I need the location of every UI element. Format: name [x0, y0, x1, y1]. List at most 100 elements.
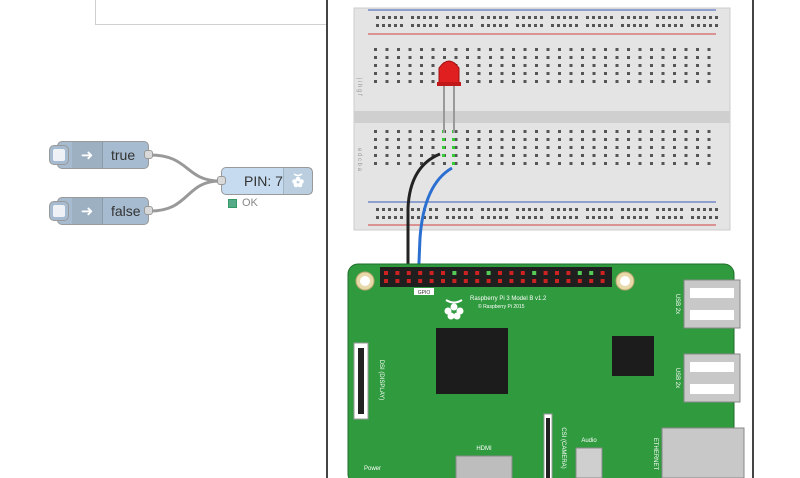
breadboard-hole [696, 56, 699, 59]
breadboard-hole [411, 24, 414, 27]
breadboard-hole [385, 72, 389, 75]
breadboard-hole [489, 146, 492, 149]
breadboard-hole [627, 162, 630, 165]
breadboard-hole [385, 162, 389, 165]
breadboard-hole [452, 138, 455, 141]
breadboard-hole [592, 72, 596, 75]
breadboard-hole [512, 72, 515, 75]
breadboard-hole [512, 162, 515, 165]
inject-node-false[interactable]: ➜ false [49, 197, 153, 225]
breadboard-hole [627, 80, 630, 83]
breadboard-hole [673, 138, 676, 141]
breadboard-hole [493, 216, 496, 219]
breadboard-hole [715, 16, 718, 19]
breadboard-hole [604, 80, 607, 83]
breadboard-hole [452, 216, 455, 219]
output-port[interactable] [144, 206, 153, 215]
breadboard-hole [374, 48, 377, 51]
breadboard-hole [604, 146, 607, 149]
breadboard-hole [500, 80, 504, 83]
breadboard-hole [477, 56, 481, 59]
breadboard-hole [382, 24, 385, 27]
rpi-gpio-out-node[interactable]: PIN: 7 [217, 167, 313, 195]
breadboard-hole [558, 64, 561, 67]
raspberry-pi-board: GPIO Raspberry Pi 3 Model B v1.2 © Raspb… [347, 263, 745, 478]
gpio-pin [543, 271, 548, 275]
breadboard-hole [668, 24, 671, 27]
breadboard-hole [385, 130, 389, 133]
gpio-pin [384, 271, 388, 275]
breadboard-hole [454, 146, 458, 149]
breadboard-hole [633, 24, 636, 27]
breadboard-hole [477, 72, 481, 75]
breadboard-hole [674, 216, 677, 219]
inject-node-true[interactable]: ➜ true [49, 141, 153, 169]
breadboard-hole [466, 146, 469, 149]
breadboard-hole [621, 216, 624, 219]
breadboard-hole [374, 64, 377, 67]
breadboard-hole [661, 72, 665, 75]
breadboard-hole [443, 48, 446, 51]
breadboard-hole [454, 162, 458, 165]
breadboard-hole [464, 216, 467, 219]
breadboard-hole [385, 80, 389, 83]
breadboard-hole [523, 130, 527, 133]
breadboard-hole [581, 64, 584, 67]
output-port[interactable] [144, 150, 153, 159]
breadboard-hole [452, 24, 455, 27]
breadboard-hole [546, 80, 550, 83]
gpio-pin [463, 279, 468, 283]
ethernet-port [661, 427, 745, 478]
breadboard-hole [707, 138, 711, 141]
breadboard-hole [397, 72, 400, 75]
breadboard-hole [575, 208, 578, 211]
breadboard-hole [408, 48, 412, 51]
breadboard-hole [535, 138, 538, 141]
breadboard-hole [592, 80, 596, 83]
breadboard-hole [557, 24, 560, 27]
gpio-pin [509, 279, 514, 283]
ethernet-label: ETHERNET [652, 438, 658, 471]
breadboard-hole [466, 162, 469, 165]
gpio-label: GPIO [418, 290, 431, 296]
inject-button[interactable] [49, 201, 69, 221]
breadboard-hole [500, 146, 504, 149]
breadboard-hole [385, 138, 389, 141]
breadboard-hole [382, 16, 385, 19]
breadboard-hole [420, 48, 423, 51]
input-port[interactable] [217, 176, 226, 185]
breadboard-hole [423, 24, 426, 27]
breadboard-hole [429, 16, 432, 19]
breadboard-hole [397, 154, 400, 157]
audio-label: Audio [581, 438, 597, 444]
breadboard-hole [627, 64, 630, 67]
breadboard-hole [411, 208, 414, 211]
gpio-label-box [414, 288, 434, 295]
breadboard-hole [512, 154, 515, 157]
breadboard-hole [650, 80, 653, 83]
breadboard-hole [376, 24, 379, 27]
breadboard-hole [627, 56, 630, 59]
inject-button[interactable] [49, 145, 69, 165]
breadboard-hole [569, 216, 572, 219]
breadboard-hole [691, 216, 694, 219]
breadboard-hole [487, 16, 490, 19]
breadboard-hole [417, 208, 420, 211]
breadboard-hole [534, 24, 537, 27]
breadboard-hole [523, 80, 527, 83]
breadboard-hole [604, 16, 607, 19]
breadboard-hole [408, 72, 412, 75]
breadboard-hole [558, 48, 561, 51]
breadboard-hole [534, 16, 537, 19]
breadboard-hole [470, 208, 473, 211]
breadboard-hole [534, 208, 537, 211]
usb-port-2 [683, 353, 741, 403]
breadboard-hole [627, 72, 630, 75]
breadboard-hole [540, 216, 543, 219]
breadboard-hole [650, 138, 653, 141]
breadboard-hole [627, 138, 630, 141]
power-label: Power [364, 466, 381, 472]
breadboard-hole [581, 56, 584, 59]
breadboard-hole [615, 162, 619, 165]
